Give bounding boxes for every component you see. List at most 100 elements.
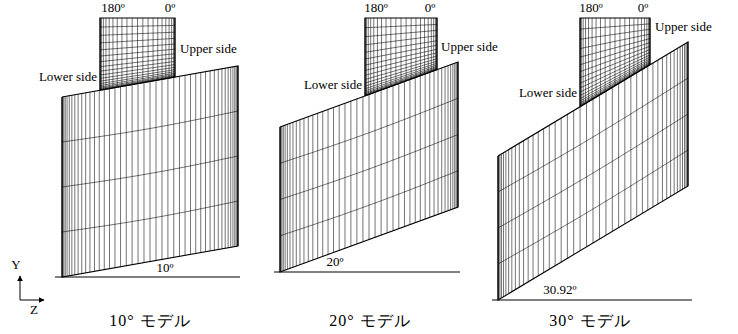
mesh-line <box>670 52 671 196</box>
mesh-line <box>169 18 170 78</box>
mesh-line <box>369 95 370 240</box>
mesh-line <box>100 25 175 27</box>
incline-angle: 10º <box>156 261 173 275</box>
mesh-line <box>103 18 104 90</box>
mesh-line <box>381 18 382 90</box>
mesh-line <box>605 91 606 235</box>
model-caption: 30° モデル <box>549 312 630 330</box>
mesh-line <box>411 18 412 79</box>
mesh-line <box>299 120 300 265</box>
mesh-line <box>350 101 351 246</box>
mesh-line <box>429 72 430 217</box>
mesh-line <box>280 98 458 163</box>
mesh-line <box>538 132 539 276</box>
angle-mark: 180º <box>579 1 603 15</box>
mesh-line <box>519 143 520 287</box>
mesh-line <box>308 117 309 262</box>
mesh-line <box>109 18 110 89</box>
y-axis-arrow <box>20 276 21 300</box>
mesh-line <box>221 69 222 249</box>
mesh-line <box>498 78 688 192</box>
mesh-line <box>100 75 175 88</box>
mesh-line <box>585 18 586 103</box>
mesh-line <box>618 84 619 228</box>
mesh-line <box>580 57 650 92</box>
mesh-line <box>185 75 186 255</box>
mesh-line <box>365 66 437 91</box>
mesh-line <box>657 60 658 204</box>
mesh-line <box>296 121 297 266</box>
angle-baseline <box>274 272 460 273</box>
mesh-line <box>377 18 378 91</box>
mesh-line <box>592 18 593 100</box>
mesh-line <box>599 95 600 239</box>
mesh-line <box>543 129 544 273</box>
mesh-line <box>150 82 151 262</box>
mesh-line <box>624 18 625 80</box>
mesh-line <box>317 113 318 258</box>
mesh-line <box>105 18 106 89</box>
mesh-line <box>533 135 534 279</box>
mesh-line <box>100 76 175 89</box>
mesh-line <box>165 18 166 79</box>
z-axis-arrow <box>20 300 44 301</box>
mesh-line <box>648 18 649 66</box>
side-label: Lower side <box>519 86 577 100</box>
mesh-line <box>633 18 634 74</box>
mesh-line <box>81 94 82 274</box>
mesh-line <box>280 171 458 236</box>
mesh-line <box>549 125 550 269</box>
mesh-line <box>365 30 437 36</box>
mesh-line <box>100 38 175 43</box>
mesh-line <box>142 18 143 83</box>
mesh-line <box>171 18 172 78</box>
mesh-model <box>274 18 460 272</box>
mesh-line <box>646 18 647 67</box>
mesh-line <box>580 60 650 98</box>
pipe-outline <box>365 18 437 96</box>
mesh-line <box>644 18 645 68</box>
mesh-line <box>126 86 127 266</box>
mesh-line <box>629 18 630 77</box>
mesh-line <box>365 49 437 65</box>
mesh-line <box>365 68 437 94</box>
mesh-line <box>365 67 437 92</box>
mesh-line <box>424 18 425 74</box>
mesh-line <box>210 71 211 251</box>
mesh-line <box>366 18 367 95</box>
mesh-line <box>365 59 437 80</box>
mesh-line <box>390 18 391 87</box>
mesh-line <box>78 94 79 274</box>
model-caption: 10° モデル <box>109 312 190 330</box>
mesh-line <box>218 69 219 249</box>
mesh-line <box>381 90 382 235</box>
mesh-line <box>580 29 650 39</box>
mesh-line <box>561 118 562 262</box>
angle-mark: 0º <box>425 1 436 15</box>
mesh-line <box>600 18 601 95</box>
mesh-line <box>312 115 313 260</box>
mesh-line <box>406 18 407 81</box>
mesh-line <box>428 18 429 73</box>
mesh-line <box>434 71 435 216</box>
mesh-line <box>126 18 127 86</box>
mesh-line <box>630 76 631 220</box>
mesh-line <box>652 63 653 207</box>
mesh-line <box>515 146 516 290</box>
mesh-line <box>370 18 371 94</box>
mesh-line <box>132 18 133 85</box>
pipe-outline <box>580 18 650 107</box>
mesh-line <box>292 122 293 267</box>
mesh-line <box>100 67 175 78</box>
axis-label: Y <box>11 258 20 272</box>
mesh-line <box>580 59 650 96</box>
mesh-line <box>62 156 238 187</box>
mesh-line <box>365 24 437 27</box>
mesh-line <box>121 18 122 86</box>
mesh-line <box>138 84 139 264</box>
mesh-line <box>580 39 650 57</box>
mesh-line <box>567 114 568 258</box>
mesh-line <box>415 78 416 223</box>
